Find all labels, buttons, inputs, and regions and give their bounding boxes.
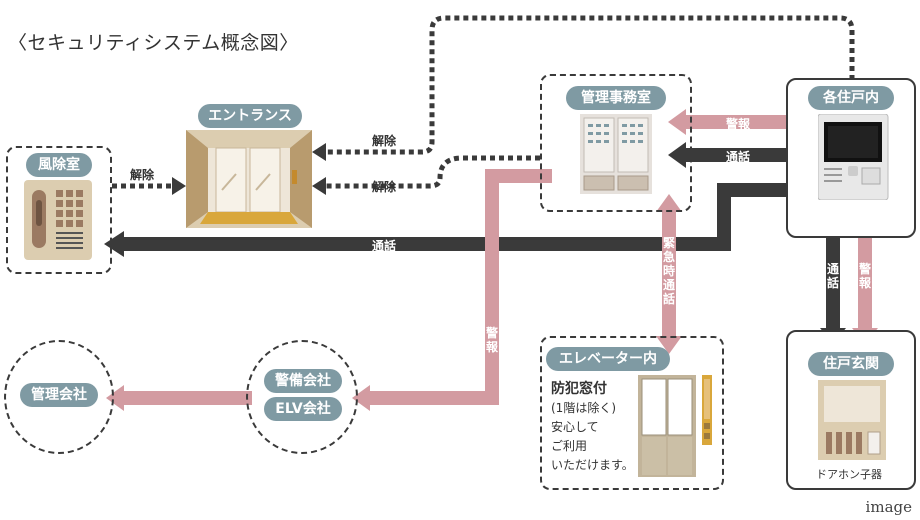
alarm-mgmt-bar: [124, 391, 252, 405]
alarm-mgmt-head: [106, 385, 124, 411]
alarm-office-bar: [684, 115, 808, 129]
elevator-box: [540, 336, 724, 490]
call-main-arrowhead: [104, 231, 124, 257]
release-windbreak-label: 解除: [130, 168, 155, 182]
elevator-note: 防犯窓付 (1階は除く) 安心して ご利用 いただけます。: [551, 380, 634, 475]
dwelling-interior-pill: 各住戸内: [808, 86, 894, 110]
elevator-note-line1: (1階は除く): [551, 401, 616, 415]
call-main-label: 通話: [372, 239, 397, 253]
management-company-pill: 管理会社: [20, 383, 98, 407]
elevator-door-icon: [638, 375, 712, 477]
elevator-note-line2: 安心して: [551, 420, 599, 434]
emergency-call-label: 緊急時通話: [662, 236, 675, 306]
alarm-companies-head: [352, 385, 370, 411]
release-bottom-label: 解除: [372, 180, 397, 194]
call-office-label: 通話: [726, 150, 751, 164]
intercom-panel-icon: [24, 180, 92, 260]
image-watermark: image: [865, 498, 912, 516]
elevator-note-line3: ご利用: [551, 439, 588, 453]
management-office-pill: 管理事務室: [566, 86, 666, 110]
alarm-office-head: [668, 109, 686, 135]
call-vertical-label: 通話: [826, 262, 839, 290]
windbreak-room-box: [6, 146, 112, 274]
release-bottom-arrowhead: [312, 177, 326, 195]
release-windbreak-arrowhead: [172, 177, 186, 195]
alarm-vertical-bar: [858, 232, 872, 328]
security-company-pill: 警備会社: [264, 369, 342, 393]
emergency-call-head-bottom: [656, 336, 682, 354]
elevator-pill: エレベーター内: [546, 347, 670, 371]
emergency-call-bar: [662, 210, 676, 338]
entrance-door-icon: [186, 130, 312, 228]
alarm-companies-line: [370, 169, 552, 405]
emergency-call-head-top: [656, 194, 682, 212]
alarm-companies-label: 警報: [485, 326, 498, 354]
elevator-note-heading: 防犯窓付: [551, 381, 607, 397]
door-phone-icon: [818, 380, 886, 460]
release-loop-top: [325, 15, 855, 155]
entrance-pill: エントランス: [198, 104, 302, 128]
control-panel-icon: [580, 114, 652, 194]
release-office-line: [325, 155, 540, 189]
intercom-monitor-icon: [818, 114, 889, 200]
door-phone-caption: ドアホン子器: [816, 468, 882, 481]
diagram-title: 〈セキュリティシステム概念図〉: [8, 32, 299, 54]
call-office-head-left: [668, 142, 686, 168]
management-company-circle: [4, 340, 114, 454]
dwelling-entrance-pill: 住戸玄関: [808, 352, 894, 376]
elv-company-pill: ELV会社: [264, 397, 342, 421]
call-office-bar: [684, 148, 796, 162]
security-elv-circle: [246, 340, 358, 454]
alarm-office-label: 警報: [726, 117, 751, 131]
windbreak-room-pill: 風除室: [26, 153, 92, 177]
elevator-note-line4: いただけます。: [551, 458, 634, 472]
alarm-vertical-label: 警報: [858, 262, 871, 290]
call-main-line: [124, 183, 808, 251]
call-vertical-bar: [826, 216, 840, 328]
management-office-box: [540, 74, 692, 212]
release-top-arrowhead: [312, 143, 326, 161]
release-top-label: 解除: [372, 134, 397, 148]
